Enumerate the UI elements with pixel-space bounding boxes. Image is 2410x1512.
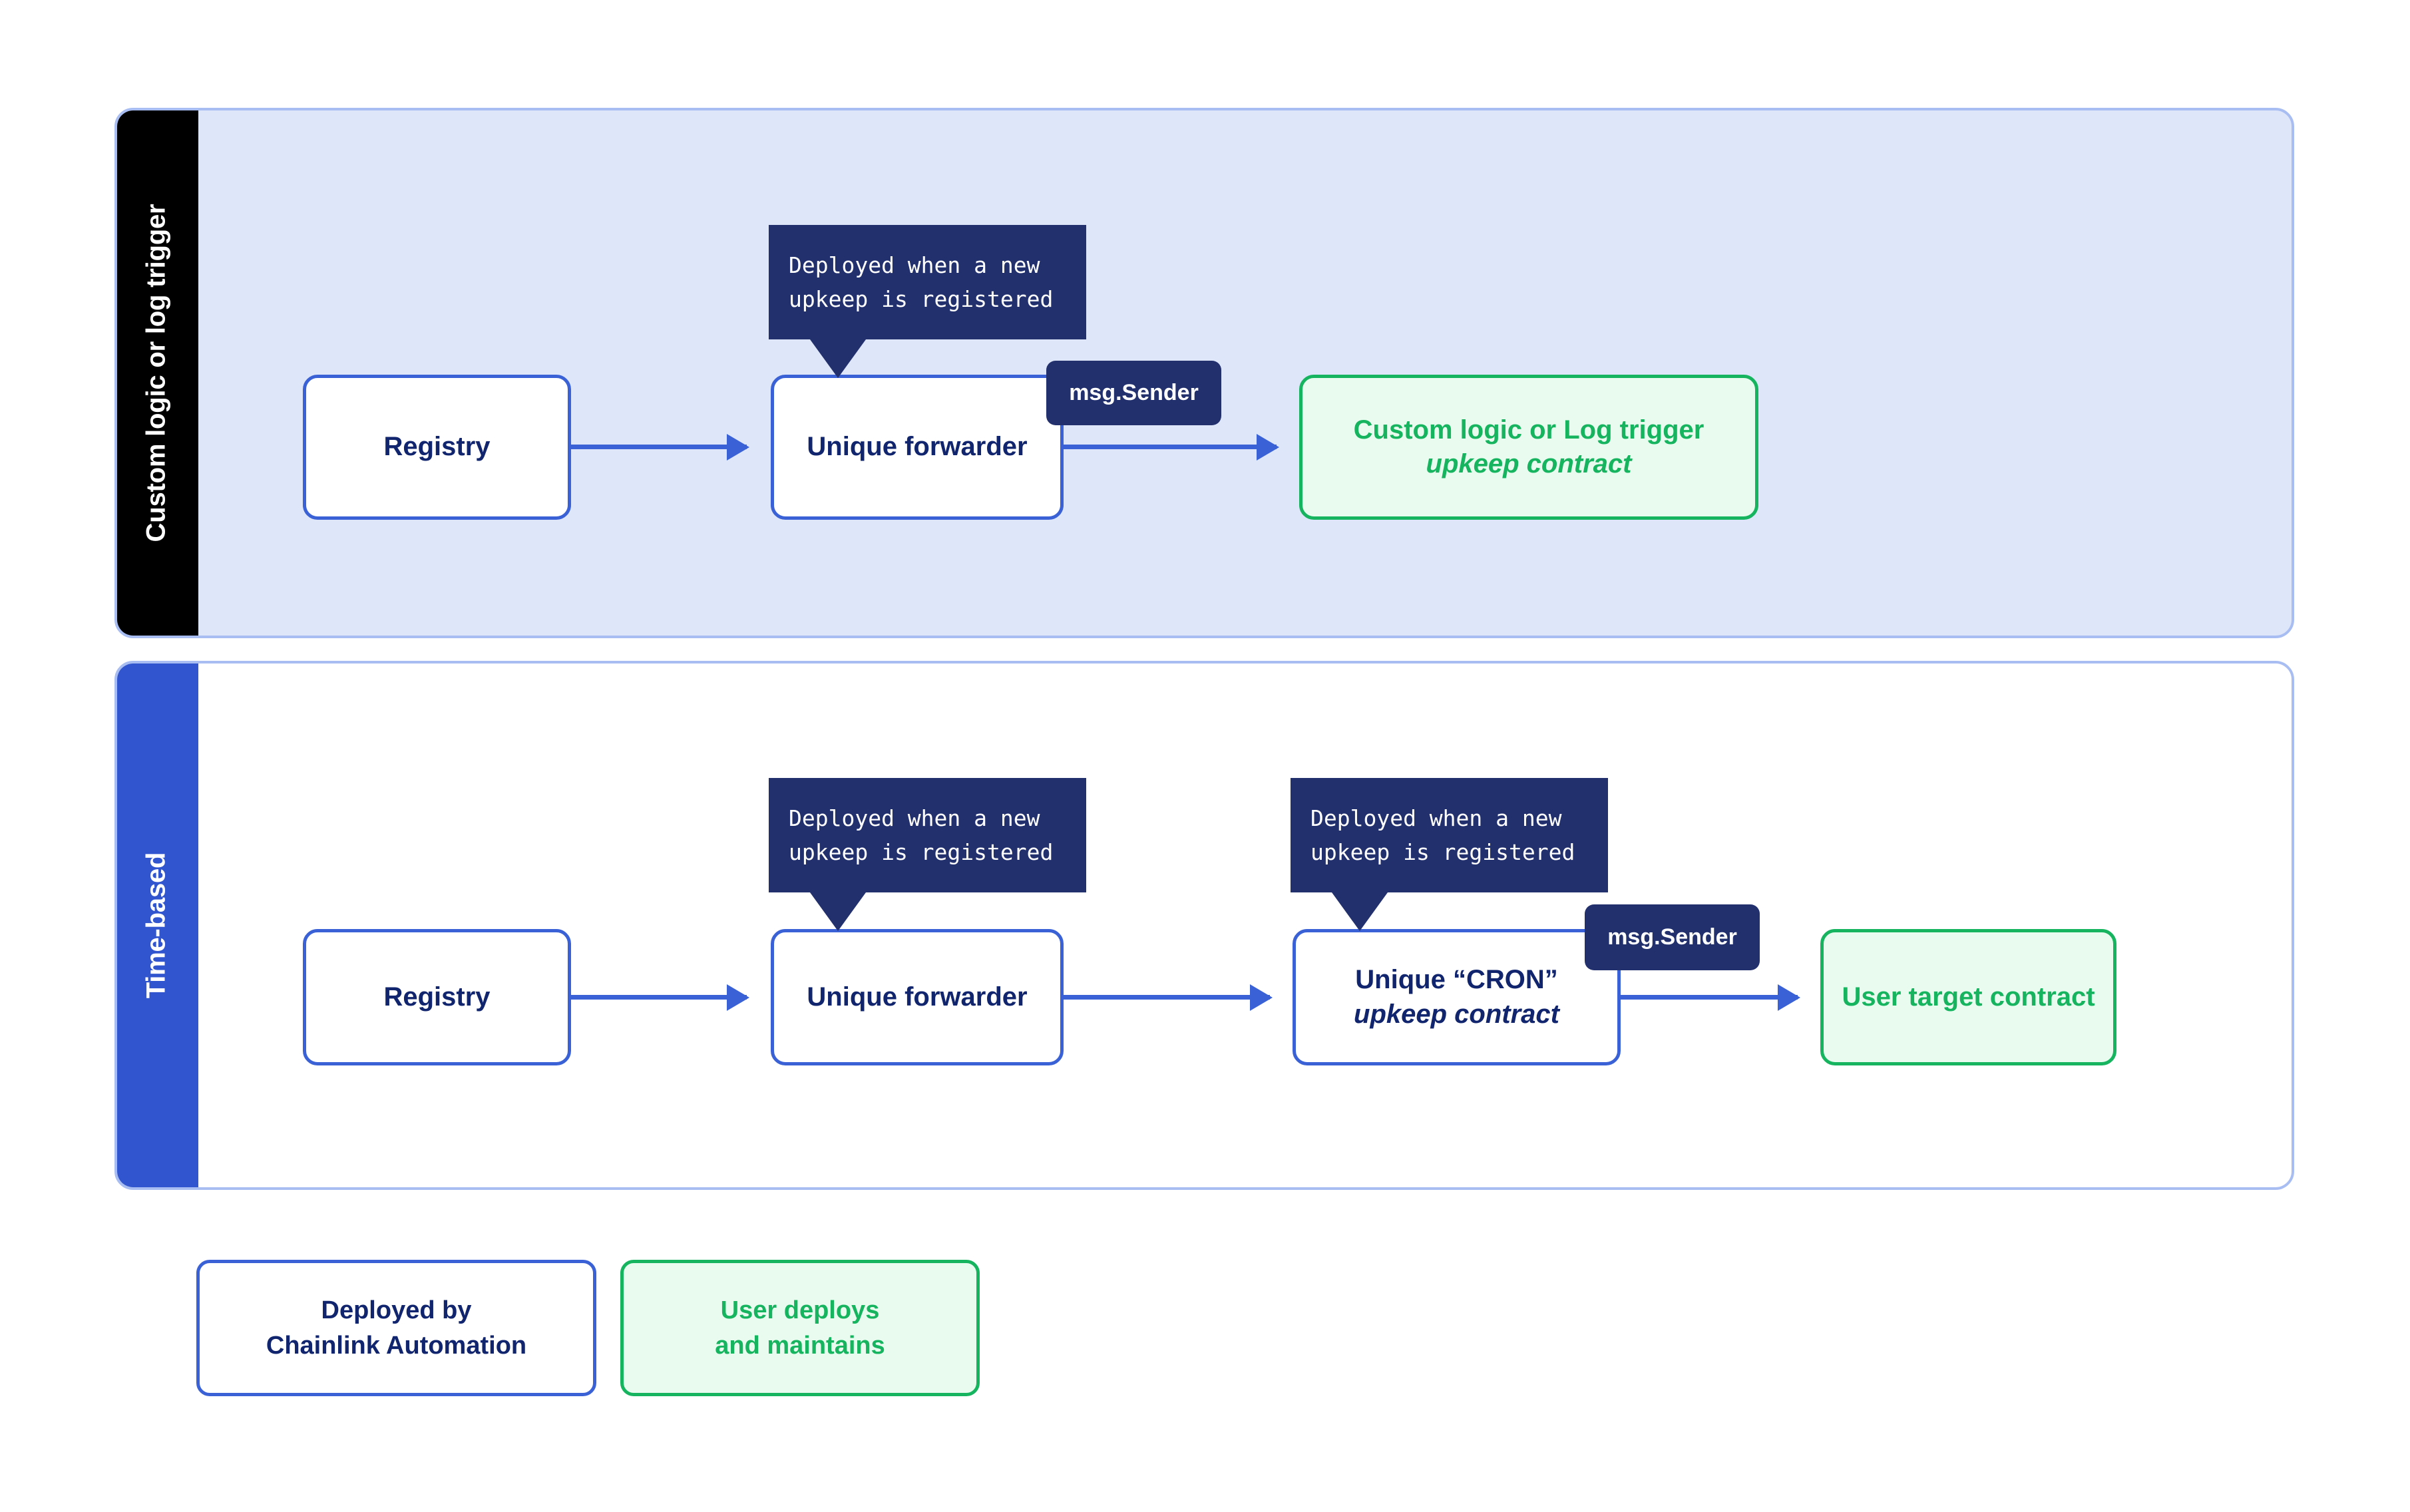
tooltip-forwarder-deployed-time: Deployed when a new upkeep is registered (769, 778, 1086, 931)
node-upkeep-contract-custom[interactable]: Custom logic or Log trigger upkeep contr… (1299, 375, 1758, 520)
node-label-line2: upkeep contract (1354, 999, 1559, 1029)
tooltip-pointer-icon (1332, 892, 1388, 931)
node-unique-forwarder-custom[interactable]: Unique forwarder (771, 375, 1064, 520)
arrow-forwarder-to-upkeep-custom (1064, 445, 1277, 449)
tooltip-line1: Deployed when a new (1310, 805, 1562, 831)
node-unique-forwarder-time[interactable]: Unique forwarder (771, 929, 1064, 1065)
legend-line1: User deploys (720, 1296, 880, 1325)
legend-user-deploys-and-maintains: User deploys and maintains (620, 1260, 980, 1396)
arrow-forwarder-to-cron-time (1064, 995, 1270, 1000)
node-registry-time[interactable]: Registry (303, 929, 571, 1065)
badge-label: msg.Sender (1069, 380, 1199, 405)
node-unique-cron-upkeep-contract[interactable]: Unique “CRON” upkeep contract (1293, 929, 1621, 1065)
arrow-cron-to-target-time (1621, 995, 1798, 1000)
node-label-line1: Unique “CRON” (1355, 965, 1558, 995)
badge-msg-sender-time: msg.Sender (1585, 904, 1760, 970)
tooltip-line2: upkeep is registered (789, 285, 1054, 312)
tooltip-forwarder-deployed-custom: Deployed when a new upkeep is registered (769, 225, 1086, 378)
rail-time-based: Time-based (117, 663, 198, 1187)
rail-label-time-based: Time-based (141, 852, 171, 999)
node-registry-custom[interactable]: Registry (303, 375, 571, 520)
badge-msg-sender-custom: msg.Sender (1046, 361, 1221, 425)
tooltip-pointer-icon (810, 892, 866, 931)
node-user-target-contract[interactable]: User target contract (1820, 929, 2116, 1065)
panel-time-based: Time-based (114, 661, 2294, 1190)
legend-line2: and maintains (715, 1331, 885, 1360)
tooltip-line1: Deployed when a new (789, 805, 1040, 831)
node-label-line1: Unique forwarder (807, 982, 1028, 1012)
legend-line1: Deployed by (321, 1296, 472, 1325)
node-label-line1: User target contract (1842, 982, 2095, 1012)
tooltip-cron-deployed-time: Deployed when a new upkeep is registered (1291, 778, 1608, 931)
node-label-line1: Registry (383, 982, 491, 1012)
rail-custom-logic-or-log-trigger: Custom logic or log trigger (117, 110, 198, 636)
tooltip-pointer-icon (810, 339, 866, 378)
tooltip-line2: upkeep is registered (1310, 839, 1575, 865)
node-label-line1: Custom logic or Log trigger (1353, 415, 1705, 445)
node-label-line1: Registry (383, 432, 491, 462)
arrow-registry-to-forwarder-custom (571, 445, 747, 449)
tooltip-line2: upkeep is registered (789, 839, 1054, 865)
tooltip-line1: Deployed when a new (789, 252, 1040, 278)
legend-line2: Chainlink Automation (266, 1331, 527, 1360)
arrow-registry-to-forwarder-time (571, 995, 747, 1000)
legend-deployed-by-chainlink-automation: Deployed by Chainlink Automation (196, 1260, 596, 1396)
badge-label: msg.Sender (1607, 924, 1737, 950)
node-label-line2: upkeep contract (1426, 449, 1632, 478)
node-label-line1: Unique forwarder (807, 432, 1028, 462)
rail-label-custom-logic: Custom logic or log trigger (141, 204, 171, 542)
